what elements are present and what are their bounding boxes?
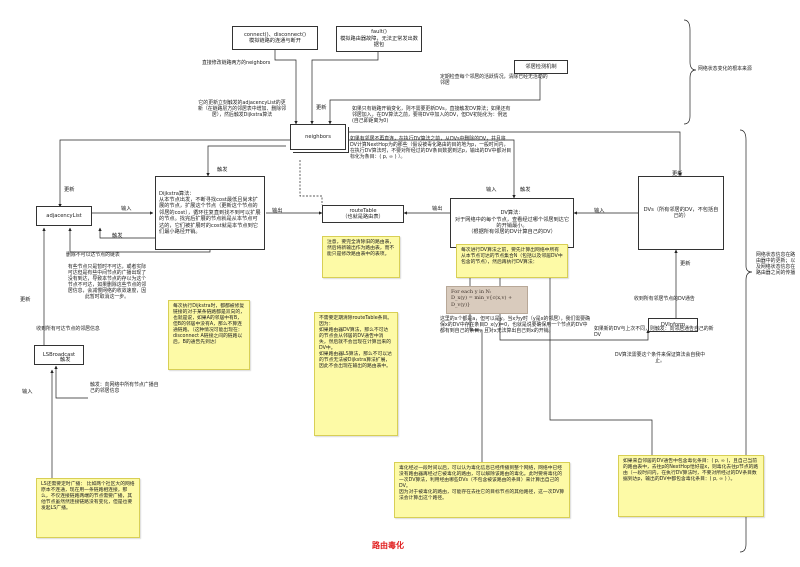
lsbroadcast-text: LSBroadcast bbox=[42, 351, 76, 358]
adjacencylist-text: adjacencyList bbox=[46, 212, 82, 219]
output-label-1: 输出 bbox=[272, 208, 283, 214]
trigger-label-2: 触发 bbox=[520, 187, 531, 193]
periodic-detect-label: 定期检查每个邻居的活跃情况，清除已经无活动的邻居 bbox=[440, 74, 548, 87]
dv-algorithm-box: DV算法： 对于网络中的每个节点，查看经过哪个邻居到达它的开销最小。 （根据所有… bbox=[450, 198, 574, 248]
poison-to-dv-edge bbox=[548, 253, 653, 455]
trigger-label-1: 触发 bbox=[217, 167, 228, 173]
dijkstra-update-edge bbox=[98, 227, 155, 239]
right-brace-top-label: 网络状态变化的根本来源 bbox=[698, 66, 752, 72]
dijkstra-delete-edge bbox=[68, 227, 211, 253]
update-label-3: 更新 bbox=[672, 171, 683, 177]
connect-text: connect()、disconnect() 模拟链路的连通与断开 bbox=[243, 31, 307, 44]
connect-to-neighbors-edge bbox=[274, 49, 298, 125]
dijkstra-note: 每次执行Dijkstra时，都都被修复链接的对于某条链路都是双向的，也就是说，如… bbox=[168, 300, 250, 370]
dv-algorithm-text: DV算法： 对于网络中的每个节点，查看经过哪个邻居到达它的开销最小。 （根据所有… bbox=[454, 210, 570, 236]
trigger-broadcast-label: 触发：向网络中所有节点广播自己的邻居信息 bbox=[90, 382, 159, 395]
diagram-title: 路由毒化 bbox=[372, 541, 404, 550]
update-label-5: 更新 bbox=[20, 297, 31, 303]
dv-formula-note: 这里的x个都是a，但可以是y。当x为y时（y是x的邻居），我们需要确保x的DV中… bbox=[440, 316, 590, 335]
dv-on-change-label: 如果只有链路开销变化，则不需要更新DVs，直接触发DV算法；如果还有邻居加入，在… bbox=[352, 106, 511, 125]
poison-recover-note: 毒化经过一段时间以后，可以认为毒化信息已经传播到整个网络，网络中已经没有路由器再… bbox=[394, 462, 570, 518]
formula-line-2: D_x(y) = min_v{c(x,v) + D_v(y)} bbox=[451, 295, 513, 308]
delete-unreach-label: 删除不可以达节点的链表 bbox=[66, 252, 120, 258]
input-label-1: 输入 bbox=[121, 206, 132, 212]
input-label-2: 输入 bbox=[486, 187, 497, 193]
detect-to-neighbors-edge bbox=[328, 72, 541, 125]
right-brace-mid-label: 网络状态信息在路由器中的更新；以及网络状态信息在路由器之间的传播 bbox=[756, 252, 796, 277]
adjacencylist-box: adjacencyList bbox=[36, 206, 92, 226]
dv-condition-label: DV算法需要这个条件来保证算法会自我中止。 bbox=[614, 352, 706, 365]
dv-formula-image: For each y in N: D_x(y) = min_v{c(x,v) +… bbox=[446, 286, 528, 314]
dvs-box: DVs（所有邻居的DV，不包括自己的） bbox=[638, 176, 724, 250]
broadcast-trigger-edge bbox=[54, 365, 88, 399]
neighbors-to-dvs-edge bbox=[344, 131, 682, 177]
dijkstra-text: Dijkstra算法： 从本节点出发，不断寻找cost最低且尚未扩展的节点，扩展… bbox=[159, 190, 261, 236]
ls-broadcast-note: LS还需要定时广播： 比如两个社区大的网络原本不连通，现在用一条链路相连接，那么… bbox=[36, 478, 140, 538]
neighbors-box: neighbors bbox=[290, 124, 346, 150]
brace-top bbox=[683, 19, 697, 125]
routetable-note-2: 不需要定期清除routeTable条目。 因为： 如果路由器DV算法，那么不可达… bbox=[314, 312, 398, 436]
brace-mid bbox=[739, 129, 753, 553]
dv-change-inform-label: 如果新的DV与上次不同，则触发：向邻居通告自己的新DV bbox=[594, 326, 714, 339]
neighbors-to-adjacency-edge bbox=[58, 139, 290, 208]
fault-text: fault() 模拟路由器故障，无法正常发出数据包 bbox=[340, 29, 418, 49]
collect-ls-label: 收到所有可达节点的邻居信息 bbox=[36, 326, 100, 332]
output-label-2: 输出 bbox=[432, 206, 443, 212]
input-label-4: 输入 bbox=[22, 389, 33, 395]
routetable-box: routeTable （也就是路由表） bbox=[322, 205, 404, 223]
neighbors-text: neighbors bbox=[305, 133, 331, 140]
formula-line-1: For each y in N: bbox=[451, 289, 492, 295]
dijkstra-box: Dijkstra算法： 从本节点出发，不断寻找cost最低且尚未扩展的节点，扩展… bbox=[155, 176, 265, 250]
routetable-note: 注意，要完全清除旧的路由表，然后将新输出作为路由表，而不能只是修改路由表中的表项… bbox=[322, 236, 400, 278]
dvinform-box: DVInform bbox=[648, 318, 698, 332]
update-label-1: 更新 bbox=[316, 105, 327, 111]
neighbors-to-dv-edge bbox=[344, 139, 516, 199]
lsdb-update-label: 它的更新立刻触发的adjacencyList的更新（在链路层方的邻居表中增加、删… bbox=[197, 100, 287, 119]
connect-box: connect()、disconnect() 模拟链路的连通与断开 bbox=[232, 26, 318, 50]
fault-box: fault() 模拟路由器故障，无法正常发出数据包 bbox=[336, 26, 422, 52]
collect-dv-label: 收到所有邻居节点的DV通告 bbox=[634, 296, 695, 302]
dvs-text: DVs（所有邻居的DV，不包括自己的） bbox=[643, 206, 719, 219]
neighbor-detect-text: 邻居检测机制 bbox=[525, 63, 557, 70]
lsbroadcast-box: LSBroadcast bbox=[34, 345, 84, 365]
dvinform-text: DVInform bbox=[660, 321, 686, 328]
trigger-label-3: 触发 bbox=[112, 233, 123, 239]
trigger-label-4: 触发 bbox=[60, 357, 71, 363]
neighbor-change-label: 直接修改链路两方的neighbors bbox=[202, 60, 271, 66]
dv-process-note: 每次进行DV算法之前，要先计算出网络中所有从本节点可达的节点集合N（包括以及邻居… bbox=[456, 244, 568, 278]
fault-to-neighbors-edge bbox=[310, 52, 379, 125]
input-label-3: 输入 bbox=[594, 208, 605, 214]
routetable-text: routeTable （也就是路由表） bbox=[342, 207, 384, 220]
update-label-4: 更新 bbox=[680, 261, 691, 267]
neighbor-detect-box: 邻居检测机制 bbox=[514, 60, 568, 74]
poison-rule-note: 如果来自邻居的DV通告中包含毒化条目：( p, ∞ )，且自己当前的路由表中，去… bbox=[618, 455, 764, 517]
neighbors-routetable-edge bbox=[299, 160, 323, 205]
neighbors-to-dijkstra-edge bbox=[206, 145, 286, 177]
update-label-2: 更新 bbox=[64, 187, 75, 193]
ls-explain-label: 有些节点只是暂时不可达，或者实际可达但是有些中间节点的广播出现了没有到达，导致本… bbox=[67, 264, 147, 301]
neighbor-delete-label: 如果有邻居不再直连，在执行DV算法之前，从DVs中删除的DV，并且将DV计算Ne… bbox=[350, 136, 512, 161]
